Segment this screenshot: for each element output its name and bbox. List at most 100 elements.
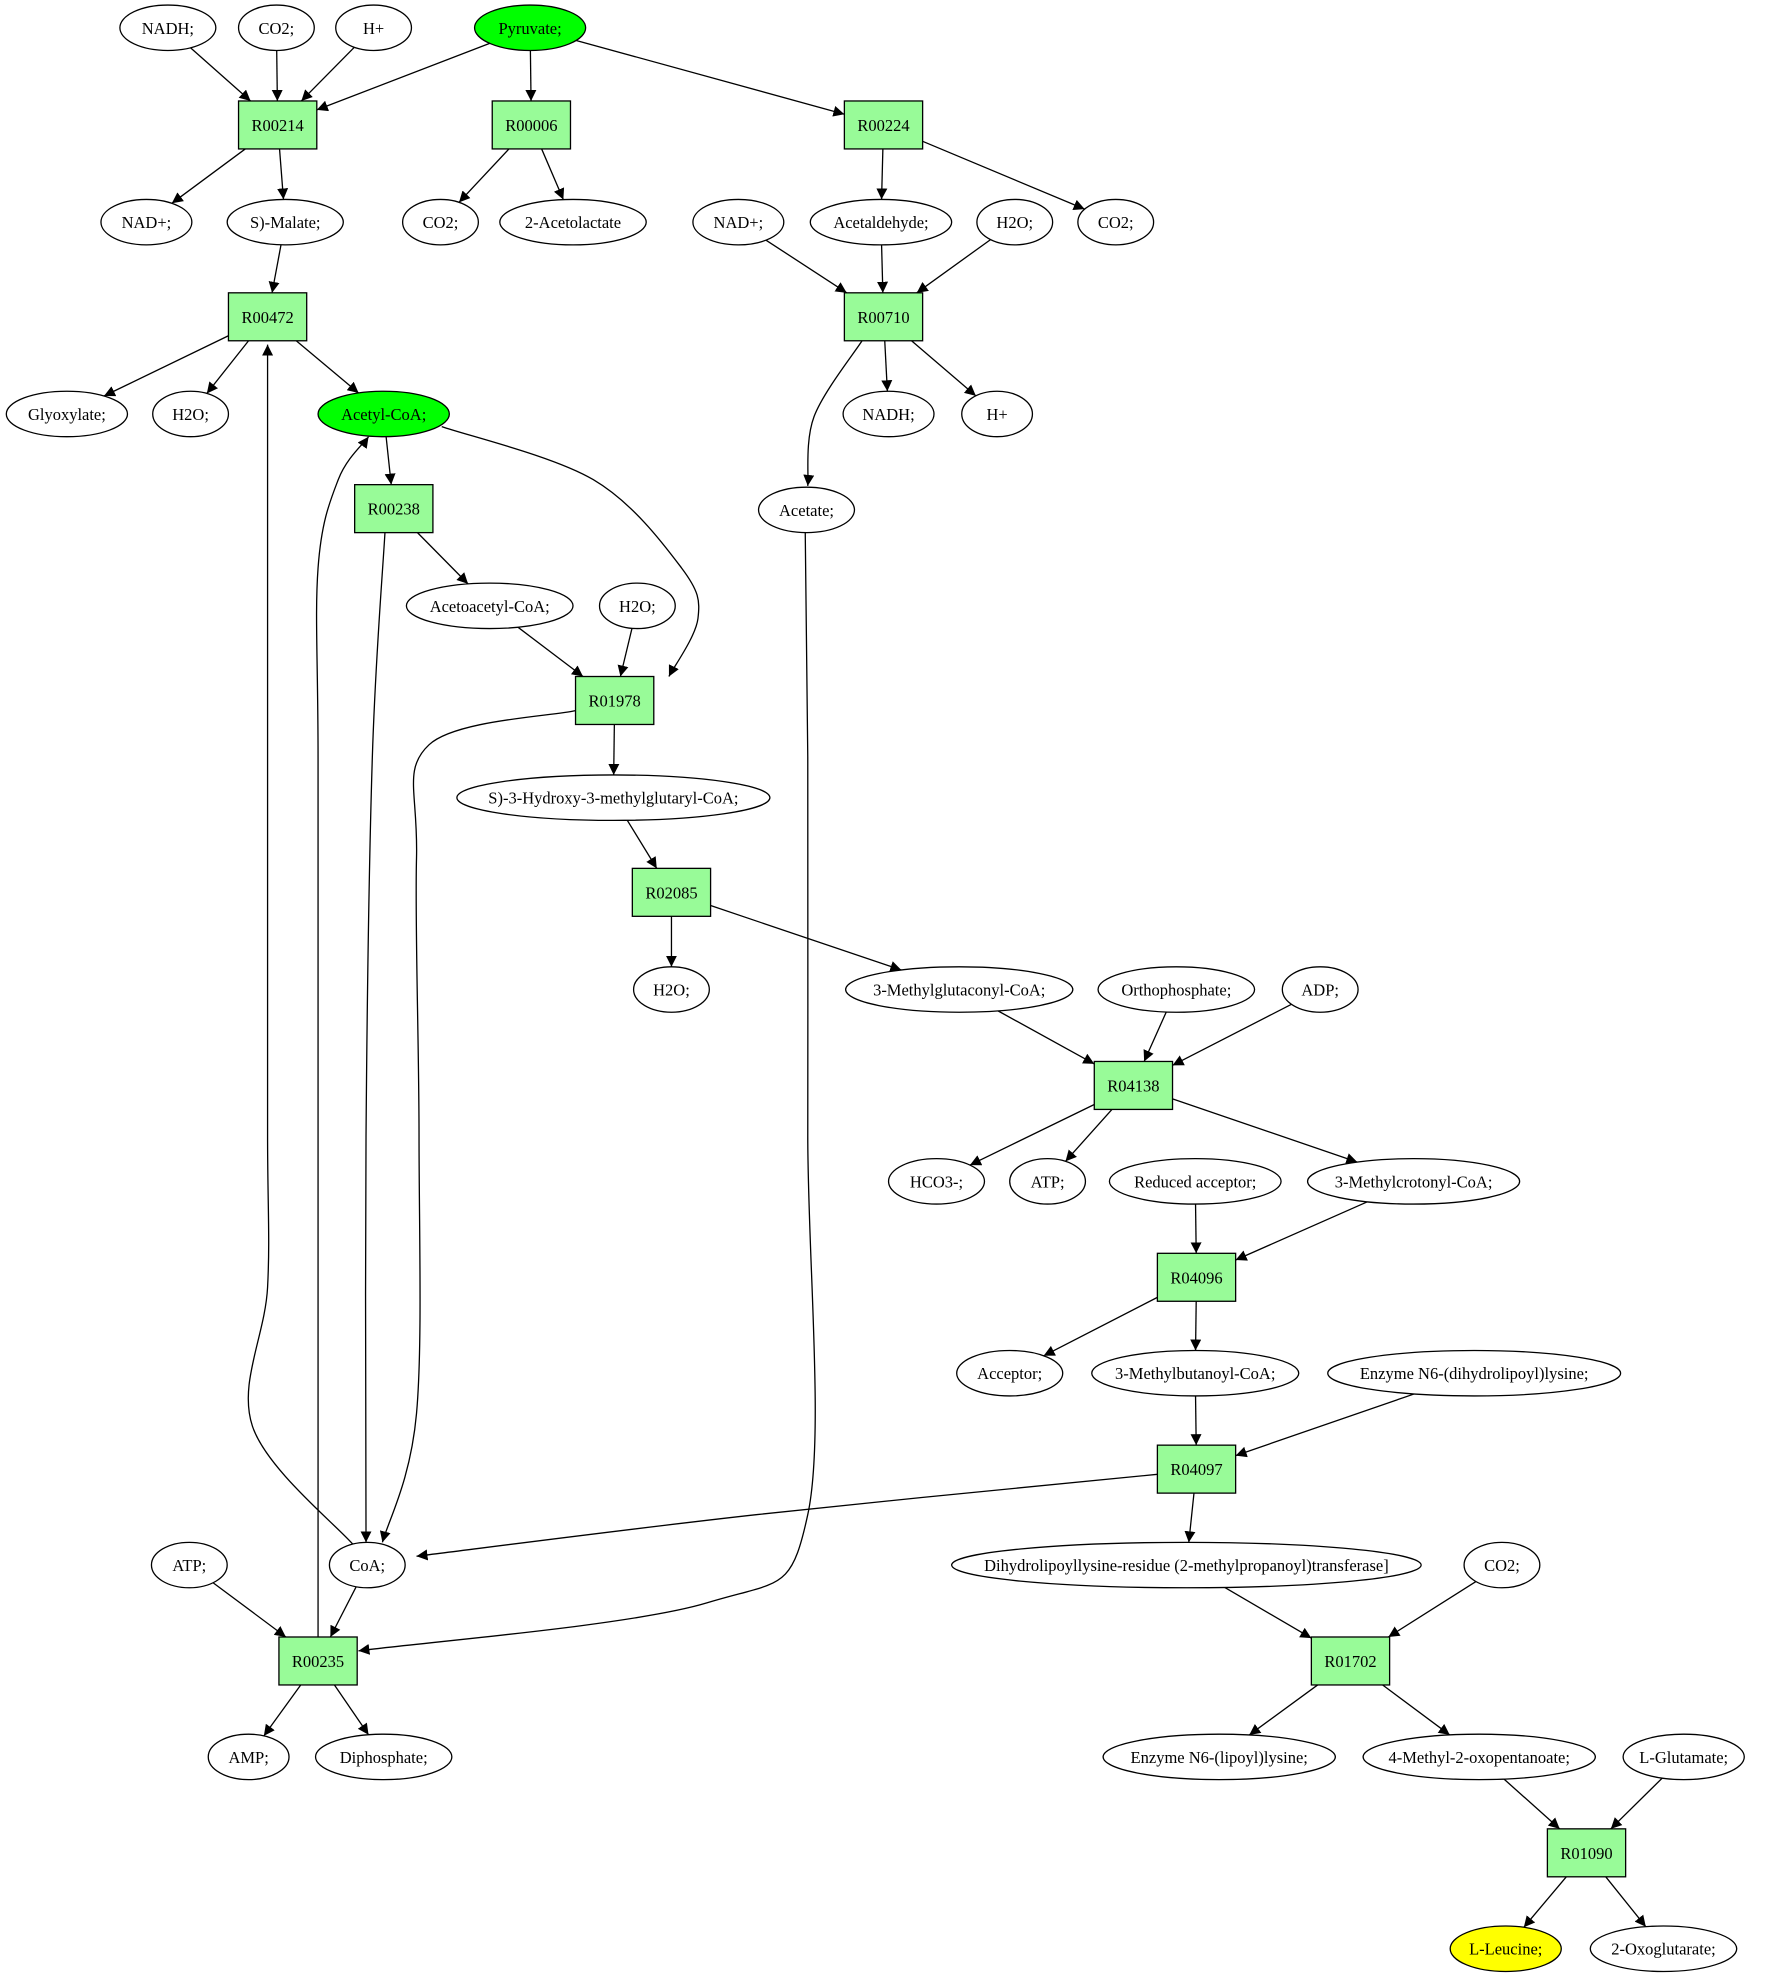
compound-node-hplus1: H+ — [335, 4, 413, 52]
node-label: R00214 — [252, 116, 304, 135]
node-box — [843, 292, 924, 342]
compound-node-co2_3: CO2; — [1077, 198, 1155, 246]
node-ellipse — [1009, 1157, 1087, 1205]
node-ellipse — [317, 390, 450, 438]
edge-pyruvate-to-R00224 — [576, 39, 845, 117]
node-ellipse — [757, 486, 856, 534]
edge-atp2-to-R00235 — [212, 1582, 287, 1638]
node-ellipse — [207, 1733, 290, 1781]
node-ellipse — [951, 1541, 1422, 1589]
node-label: Acceptor; — [977, 1364, 1042, 1383]
edge-R04096-to-methylbutanoyl — [1190, 1301, 1202, 1351]
compound-node-h2o_3: H2O; — [598, 582, 676, 630]
node-ellipse — [119, 4, 217, 52]
edge-hmgcoa-to-R02085 — [626, 819, 658, 869]
compound-node-acetaldehyde: Acetaldehyde; — [809, 198, 953, 246]
reaction-node-R04097: R04097 — [1156, 1444, 1237, 1494]
node-ellipse — [335, 4, 413, 52]
node-ellipse — [405, 582, 574, 630]
node-label: R04138 — [1107, 1076, 1159, 1095]
edge-acetoacetylcoa-to-R01978 — [517, 626, 584, 678]
node-label: H+ — [363, 19, 384, 38]
compound-node-nadp2: NAD+; — [692, 198, 785, 246]
node-label: Dihydrolipoyllysine-residue (2-methylpro… — [984, 1556, 1389, 1575]
node-label: ATP; — [172, 1556, 206, 1575]
compound-node-co2_2: CO2; — [401, 198, 480, 246]
node-label: R00224 — [857, 116, 909, 135]
edge-R00214-to-nadp1 — [171, 148, 246, 204]
node-ellipse — [1589, 1925, 1738, 1973]
node-ellipse — [1097, 966, 1256, 1013]
compound-node-atp2: ATP; — [150, 1541, 228, 1589]
edge-R04138-to-hco3 — [969, 1103, 1095, 1166]
node-label: ADP; — [1301, 981, 1339, 1000]
edge-R04138-to-methylcrotonyl — [1172, 1098, 1358, 1164]
edge-R00472-to-acetylcoa — [295, 340, 360, 394]
node-ellipse — [473, 4, 587, 52]
reaction-node-R04096: R04096 — [1156, 1252, 1237, 1302]
node-label: CO2; — [423, 213, 459, 232]
edge-R00235-to-acetylcoa — [315, 436, 370, 1637]
node-ellipse — [956, 1349, 1064, 1397]
reaction-node-R00214: R00214 — [237, 100, 318, 150]
node-label: NAD+; — [714, 213, 764, 232]
edge-acetaldehyde-to-R00710 — [877, 244, 889, 293]
reaction-node-R01090: R01090 — [1546, 1828, 1627, 1878]
node-label: H2O; — [996, 213, 1033, 232]
node-label: L-Glutamate; — [1639, 1748, 1728, 1767]
edge-R00472-to-glyoxylate — [103, 335, 229, 397]
edge-R01702-to-oxopentanoate — [1382, 1684, 1451, 1736]
edge-adp-to-R04138 — [1172, 1003, 1292, 1066]
edge-R00472-to-h2o_2 — [206, 340, 250, 394]
edge-R01978-to-hmgcoa — [608, 724, 620, 775]
node-label: CO2; — [1484, 1556, 1520, 1575]
node-label: R01978 — [589, 691, 641, 710]
compound-node-diphosphate: Diphosphate; — [314, 1733, 453, 1781]
compound-node-acceptor: Acceptor; — [956, 1349, 1064, 1397]
node-label: 2-Oxoglutarate; — [1611, 1940, 1715, 1959]
reaction-node-R04138: R04138 — [1093, 1060, 1174, 1111]
edge-layer — [103, 39, 1663, 1928]
node-label: Acetaldehyde; — [833, 213, 928, 232]
node-ellipse — [401, 198, 480, 246]
node-label: 3-Methylcrotonyl-CoA; — [1335, 1172, 1493, 1191]
node-label: CO2; — [1098, 213, 1134, 232]
node-ellipse — [1362, 1733, 1596, 1781]
node-label: CoA; — [349, 1556, 385, 1575]
edge-R00238-to-acetoacetylcoa — [416, 532, 469, 585]
edge-glutamate-to-R01090 — [1610, 1777, 1663, 1830]
node-label: Diphosphate; — [340, 1748, 428, 1767]
node-ellipse — [887, 1157, 986, 1205]
compound-node-methylcrotonyl: 3-Methylcrotonyl-CoA; — [1306, 1157, 1521, 1205]
node-ellipse — [844, 966, 1074, 1013]
node-label: 3-Methylglutaconyl-CoA; — [873, 981, 1045, 1000]
compound-node-oxoglutarate: 2-Oxoglutarate; — [1589, 1925, 1738, 1973]
edge-R01090-to-leucine — [1523, 1876, 1567, 1928]
node-ellipse — [1327, 1349, 1622, 1397]
node-label: R01090 — [1560, 1844, 1612, 1863]
node-label: L-Leucine; — [1469, 1940, 1542, 1959]
edge-R04096-to-acceptor — [1043, 1296, 1158, 1357]
edge-coa-to-R00472 — [247, 344, 354, 1546]
edge-methylbutanoyl-to-R04097 — [1190, 1395, 1202, 1446]
node-label: AMP; — [228, 1748, 268, 1767]
node-box — [1156, 1444, 1237, 1494]
node-ellipse — [5, 390, 129, 438]
edge-pyruvate-to-R00214 — [316, 42, 490, 112]
node-label: Acetoacetyl-CoA; — [430, 597, 550, 616]
node-label: HCO3-; — [910, 1172, 963, 1191]
node-label: R02085 — [645, 883, 697, 902]
compound-node-reducedacceptor: Reduced acceptor; — [1108, 1157, 1282, 1205]
node-label: 2-Acetolactate — [525, 213, 621, 232]
edge-R00710-to-hplus2 — [911, 340, 977, 397]
edge-nadp2-to-R00710 — [765, 239, 848, 294]
node-ellipse — [150, 1541, 228, 1589]
node-ellipse — [692, 198, 785, 246]
node-label: R00472 — [241, 308, 293, 327]
node-label: NADH; — [142, 19, 194, 38]
node-label: H2O; — [172, 405, 209, 424]
edge-hplus1-to-R00214 — [300, 46, 355, 102]
edge-R00710-to-nadh2 — [881, 340, 893, 392]
node-label: Glyoxylate; — [28, 405, 106, 424]
node-label: NADH; — [862, 405, 914, 424]
